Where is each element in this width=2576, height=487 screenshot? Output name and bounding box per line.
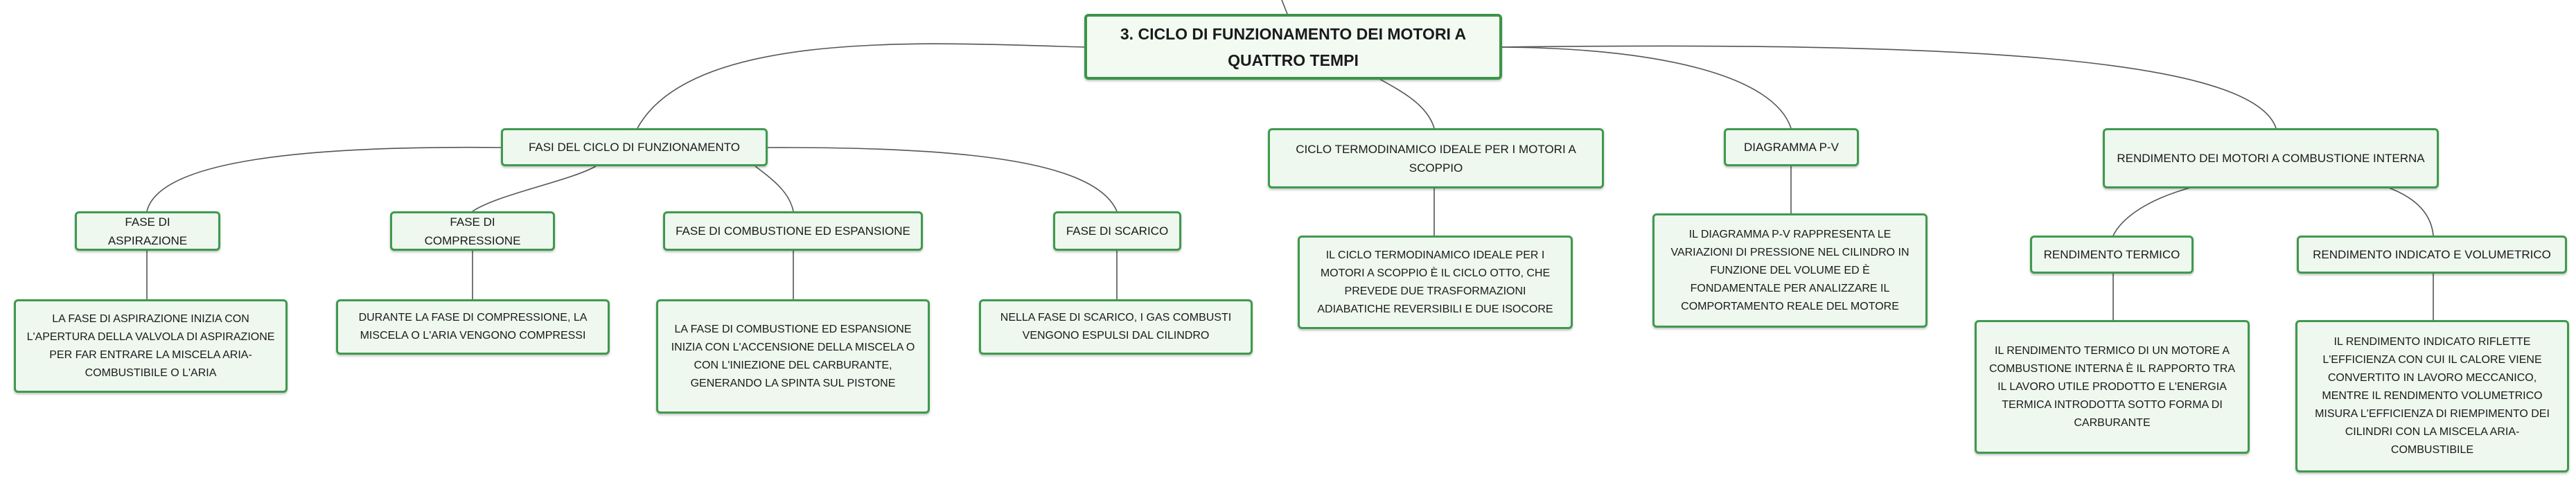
connector-parent-root [1281,0,1288,15]
detail-indicato[interactable]: IL RENDIMENTO INDICATO RIFLETTE L'EFFICI… [2295,320,2569,472]
detail-ciclo[interactable]: IL CICLO TERMODINAMICO IDEALE PER I MOTO… [1298,236,1573,329]
detail-aspirazione-text: LA FASE DI ASPIRAZIONE INIZIA CON L'APER… [26,312,275,379]
connector-rendimento-termico [2112,186,2194,236]
detail-compressione[interactable]: DURANTE LA FASE DI COMPRESSIONE, LA MISC… [336,299,610,355]
phase-aspirazione[interactable]: FASE DI ASPIRAZIONE [75,211,220,251]
sub-indicato[interactable]: RENDIMENTO INDICATO E VOLUMETRICO [2297,236,2567,274]
connector-root-ciclo [1371,74,1435,129]
sub-termico[interactable]: RENDIMENTO TERMICO [2030,236,2194,274]
detail-diagramma[interactable]: IL DIAGRAMMA P-V RAPPRESENTA LE VARIAZIO… [1652,213,1927,328]
connector-fasi-combustione [755,166,794,212]
connector-rendimento-indicato [2386,186,2434,236]
branch-fasi[interactable]: FASI DEL CICLO DI FUNZIONAMENTO [501,128,768,166]
branch-ciclo-label: CICLO TERMODINAMICO IDEALE PER I MOTORI … [1296,142,1576,175]
branch-ciclo[interactable]: CICLO TERMODINAMICO IDEALE PER I MOTORI … [1268,128,1604,188]
detail-combustione-text: LA FASE DI COMBUSTIONE ED ESPANSIONE INI… [671,323,915,389]
root-label: 3. CICLO DI FUNZIONAMENTO DEI MOTORI A Q… [1120,24,1467,69]
detail-indicato-text: IL RENDIMENTO INDICATO RIFLETTE L'EFFICI… [2315,336,2550,456]
connector-root-diagramma [1501,46,1792,129]
phase-scarico-label: FASE DI SCARICO [1066,224,1169,238]
detail-termico[interactable]: IL RENDIMENTO TERMICO DI UN MOTORE A COM… [1975,320,2250,454]
root-node[interactable]: 3. CICLO DI FUNZIONAMENTO DEI MOTORI A Q… [1084,14,1502,80]
branch-rendimento-label: RENDIMENTO DEI MOTORI A COMBUSTIONE INTE… [2117,152,2425,165]
connector-fasi-aspirazione [146,146,503,212]
detail-diagramma-text: IL DIAGRAMMA P-V RAPPRESENTA LE VARIAZIO… [1670,228,1909,312]
detail-termico-text: IL RENDIMENTO TERMICO DI UN MOTORE A COM… [1988,344,2236,429]
sub-termico-label: RENDIMENTO TERMICO [2043,248,2180,261]
detail-compressione-text: DURANTE LA FASE DI COMPRESSIONE, LA MISC… [358,312,588,342]
connector-fasi-compressione [472,166,597,212]
connector-fasi-scarico [766,147,1118,212]
branch-rendimento[interactable]: RENDIMENTO DEI MOTORI A COMBUSTIONE INTE… [2103,128,2439,188]
detail-scarico-text: NELLA FASE DI SCARICO, I GAS COMBUSTI VE… [1000,312,1232,342]
connector-root-fasi [637,43,1085,129]
detail-aspirazione[interactable]: LA FASE DI ASPIRAZIONE INIZIA CON L'APER… [14,299,288,393]
phase-combustione-label: FASE DI COMBUSTIONE ED ESPANSIONE [676,224,910,238]
phase-combustione[interactable]: FASE DI COMBUSTIONE ED ESPANSIONE [663,211,923,251]
branch-diagramma-label: DIAGRAMMA P-V [1744,141,1839,154]
detail-scarico[interactable]: NELLA FASE DI SCARICO, I GAS COMBUSTI VE… [979,299,1253,355]
branch-diagramma[interactable]: DIAGRAMMA P-V [1724,128,1859,166]
detail-combustione[interactable]: LA FASE DI COMBUSTIONE ED ESPANSIONE INI… [656,299,930,414]
sub-indicato-label: RENDIMENTO INDICATO E VOLUMETRICO [2313,248,2551,261]
phase-compressione[interactable]: FASE DI COMPRESSIONE [390,211,555,251]
detail-ciclo-text: IL CICLO TERMODINAMICO IDEALE PER I MOTO… [1317,249,1553,315]
phase-compressione-label: FASE DI COMPRESSIONE [424,215,521,247]
connector-root-rendimento [1501,45,2277,129]
phase-aspirazione-label: FASE DI ASPIRAZIONE [107,215,188,247]
phase-scarico[interactable]: FASE DI SCARICO [1053,211,1181,251]
branch-fasi-label: FASI DEL CICLO DI FUNZIONAMENTO [528,141,741,154]
